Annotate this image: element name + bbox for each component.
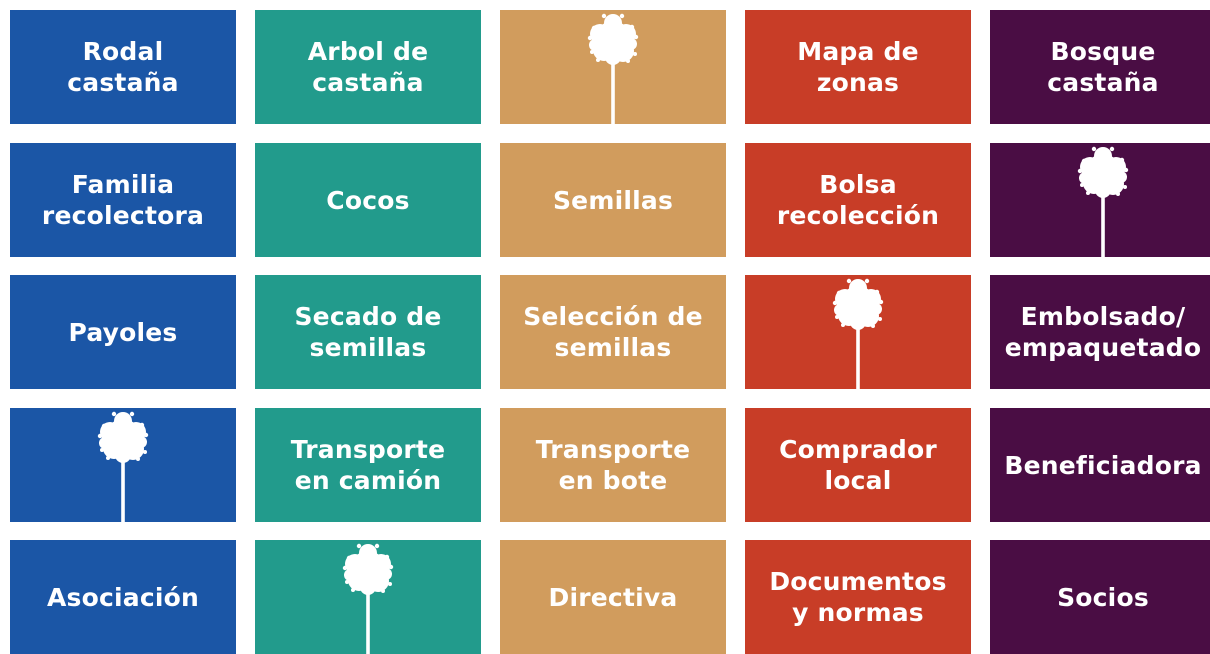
card-arbol-de-castana[interactable]: Arbol de castaña — [255, 10, 481, 124]
card-cocos[interactable]: Cocos — [255, 143, 481, 257]
card-bosque-castana[interactable]: Bosque castaña — [990, 10, 1210, 124]
card-semillas[interactable]: Semillas — [500, 143, 726, 257]
card-socios[interactable]: Socios — [990, 540, 1210, 654]
card-label: Bolsa recolección — [776, 170, 940, 230]
card-asociacion[interactable]: Asociación — [10, 540, 236, 654]
card-label: Comprador local — [779, 435, 937, 495]
card-label: Transporte en bote — [535, 435, 691, 495]
card-comprador-local[interactable]: Comprador local — [745, 408, 971, 522]
card-label: Transporte en camión — [290, 435, 446, 495]
card-embolsado-empaquetado[interactable]: Embolsado/ empaquetado — [990, 275, 1210, 389]
card-bolsa-recoleccion[interactable]: Bolsa recolección — [745, 143, 971, 257]
card-label: Selección de semillas — [523, 302, 703, 362]
card-label: Payoles — [68, 317, 178, 347]
card-label: Familia recolectora — [41, 170, 205, 230]
card-transporte-en-bote[interactable]: Transporte en bote — [500, 408, 726, 522]
card-label: Beneficiadora — [1004, 450, 1202, 480]
card-label: Cocos — [326, 185, 410, 215]
card-label: Secado de semillas — [294, 302, 442, 362]
card-documentos-y-normas[interactable]: Documentos y normas — [745, 540, 971, 654]
card-rodal-castana[interactable]: Rodal castaña — [10, 10, 236, 124]
tree-tile[interactable] — [745, 275, 971, 389]
card-beneficiadora[interactable]: Beneficiadora — [990, 408, 1210, 522]
card-label: Arbol de castaña — [307, 37, 429, 97]
card-transporte-en-camion[interactable]: Transporte en camión — [255, 408, 481, 522]
card-label: Socios — [1057, 582, 1149, 612]
card-secado-de-semillas[interactable]: Secado de semillas — [255, 275, 481, 389]
card-label: Documentos y normas — [769, 567, 947, 627]
card-label: Semillas — [552, 185, 674, 215]
card-familia-recolectora[interactable]: Familia recolectora — [10, 143, 236, 257]
tree-icon — [832, 278, 884, 389]
card-label: Bosque castaña — [1047, 37, 1159, 97]
card-label: Rodal castaña — [67, 37, 179, 97]
card-label: Embolsado/ empaquetado — [1004, 302, 1202, 362]
tree-tile[interactable] — [255, 540, 481, 654]
card-payoles[interactable]: Payoles — [10, 275, 236, 389]
tree-icon — [342, 543, 394, 654]
card-label: Mapa de zonas — [797, 37, 919, 97]
card-seleccion-de-semillas[interactable]: Selección de semillas — [500, 275, 726, 389]
tree-icon — [97, 411, 149, 522]
card-label: Directiva — [548, 582, 678, 612]
tree-icon — [587, 13, 639, 124]
tree-icon — [1077, 146, 1129, 257]
tree-tile[interactable] — [990, 143, 1210, 257]
tree-tile[interactable] — [10, 408, 236, 522]
card-mapa-de-zonas[interactable]: Mapa de zonas — [745, 10, 971, 124]
card-directiva[interactable]: Directiva — [500, 540, 726, 654]
tree-tile[interactable] — [500, 10, 726, 124]
card-label: Asociación — [46, 582, 200, 612]
